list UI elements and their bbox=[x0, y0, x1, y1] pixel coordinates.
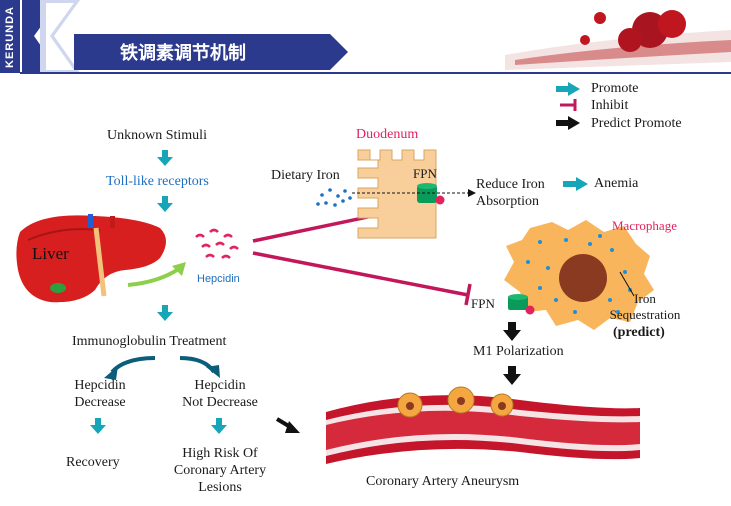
legend-promote-label: Promote bbox=[591, 81, 639, 96]
fpn-macrophage-label: FPN bbox=[471, 296, 495, 311]
recovery-label: Recovery bbox=[66, 455, 120, 470]
macrophage-image bbox=[504, 220, 654, 330]
iron-dots-icon bbox=[316, 188, 352, 207]
macrophage-label: Macrophage bbox=[612, 218, 677, 233]
immunoglobulin-label: Immunoglobulin Treatment bbox=[72, 334, 227, 349]
liver-image bbox=[16, 214, 167, 303]
fpn-transporter-icon bbox=[417, 183, 445, 205]
hepcidin-decrease-label: Hepcidin Decrease bbox=[74, 378, 126, 410]
promote-arrow-icon bbox=[563, 177, 588, 191]
high-risk-label: High Risk Of Coronary Artery Lesions bbox=[173, 446, 267, 495]
predict-arrow-icon bbox=[275, 322, 521, 433]
coronary-artery-image bbox=[326, 386, 640, 464]
unknown-stimuli-label: Unknown Stimuli bbox=[107, 128, 207, 143]
dietary-iron-label: Dietary Iron bbox=[271, 168, 340, 183]
predict-label: (predict) bbox=[613, 325, 665, 340]
legend-promote-icon bbox=[556, 82, 580, 96]
duodenum-villi-image bbox=[357, 149, 437, 239]
legend-predict-icon bbox=[556, 116, 580, 130]
fpn-label: FPN bbox=[413, 166, 437, 181]
dashed-flow-arrow-icon bbox=[352, 189, 476, 197]
liver-label: Liver bbox=[32, 244, 69, 263]
iron-sequestration-label: Iron Sequestration bbox=[609, 291, 681, 322]
anemia-label: Anemia bbox=[594, 176, 639, 191]
vessel-image bbox=[505, 10, 731, 70]
legend-predict-label: Predict Promote bbox=[591, 116, 682, 131]
duodenum-label: Duodenum bbox=[356, 127, 419, 142]
m1-polarization-label: M1 Polarization bbox=[473, 344, 564, 359]
legend-inhibit-label: Inhibit bbox=[591, 98, 629, 113]
branch-arrow-icon bbox=[104, 356, 220, 380]
reduce-iron-label: Reduce Iron Absorption bbox=[476, 177, 545, 209]
title-banner bbox=[0, 0, 731, 74]
hepcidin-not-decrease-label: Hepcidin Not Decrease bbox=[182, 378, 258, 410]
toll-like-receptors-label: Toll-like receptors bbox=[106, 174, 209, 189]
promote-arrow-icon bbox=[90, 150, 227, 434]
page-title: 铁调素调节机制 bbox=[120, 43, 246, 64]
coronary-aneurysm-label: Coronary Artery Aneurysm bbox=[366, 474, 520, 489]
secretion-arrow-icon bbox=[127, 262, 186, 287]
legend-inhibit-icon bbox=[560, 99, 577, 111]
fpn-macrophage-icon bbox=[508, 294, 535, 315]
hepcidin-label: Hepcidin bbox=[197, 273, 240, 285]
hepcidin-molecules-icon bbox=[195, 228, 239, 259]
